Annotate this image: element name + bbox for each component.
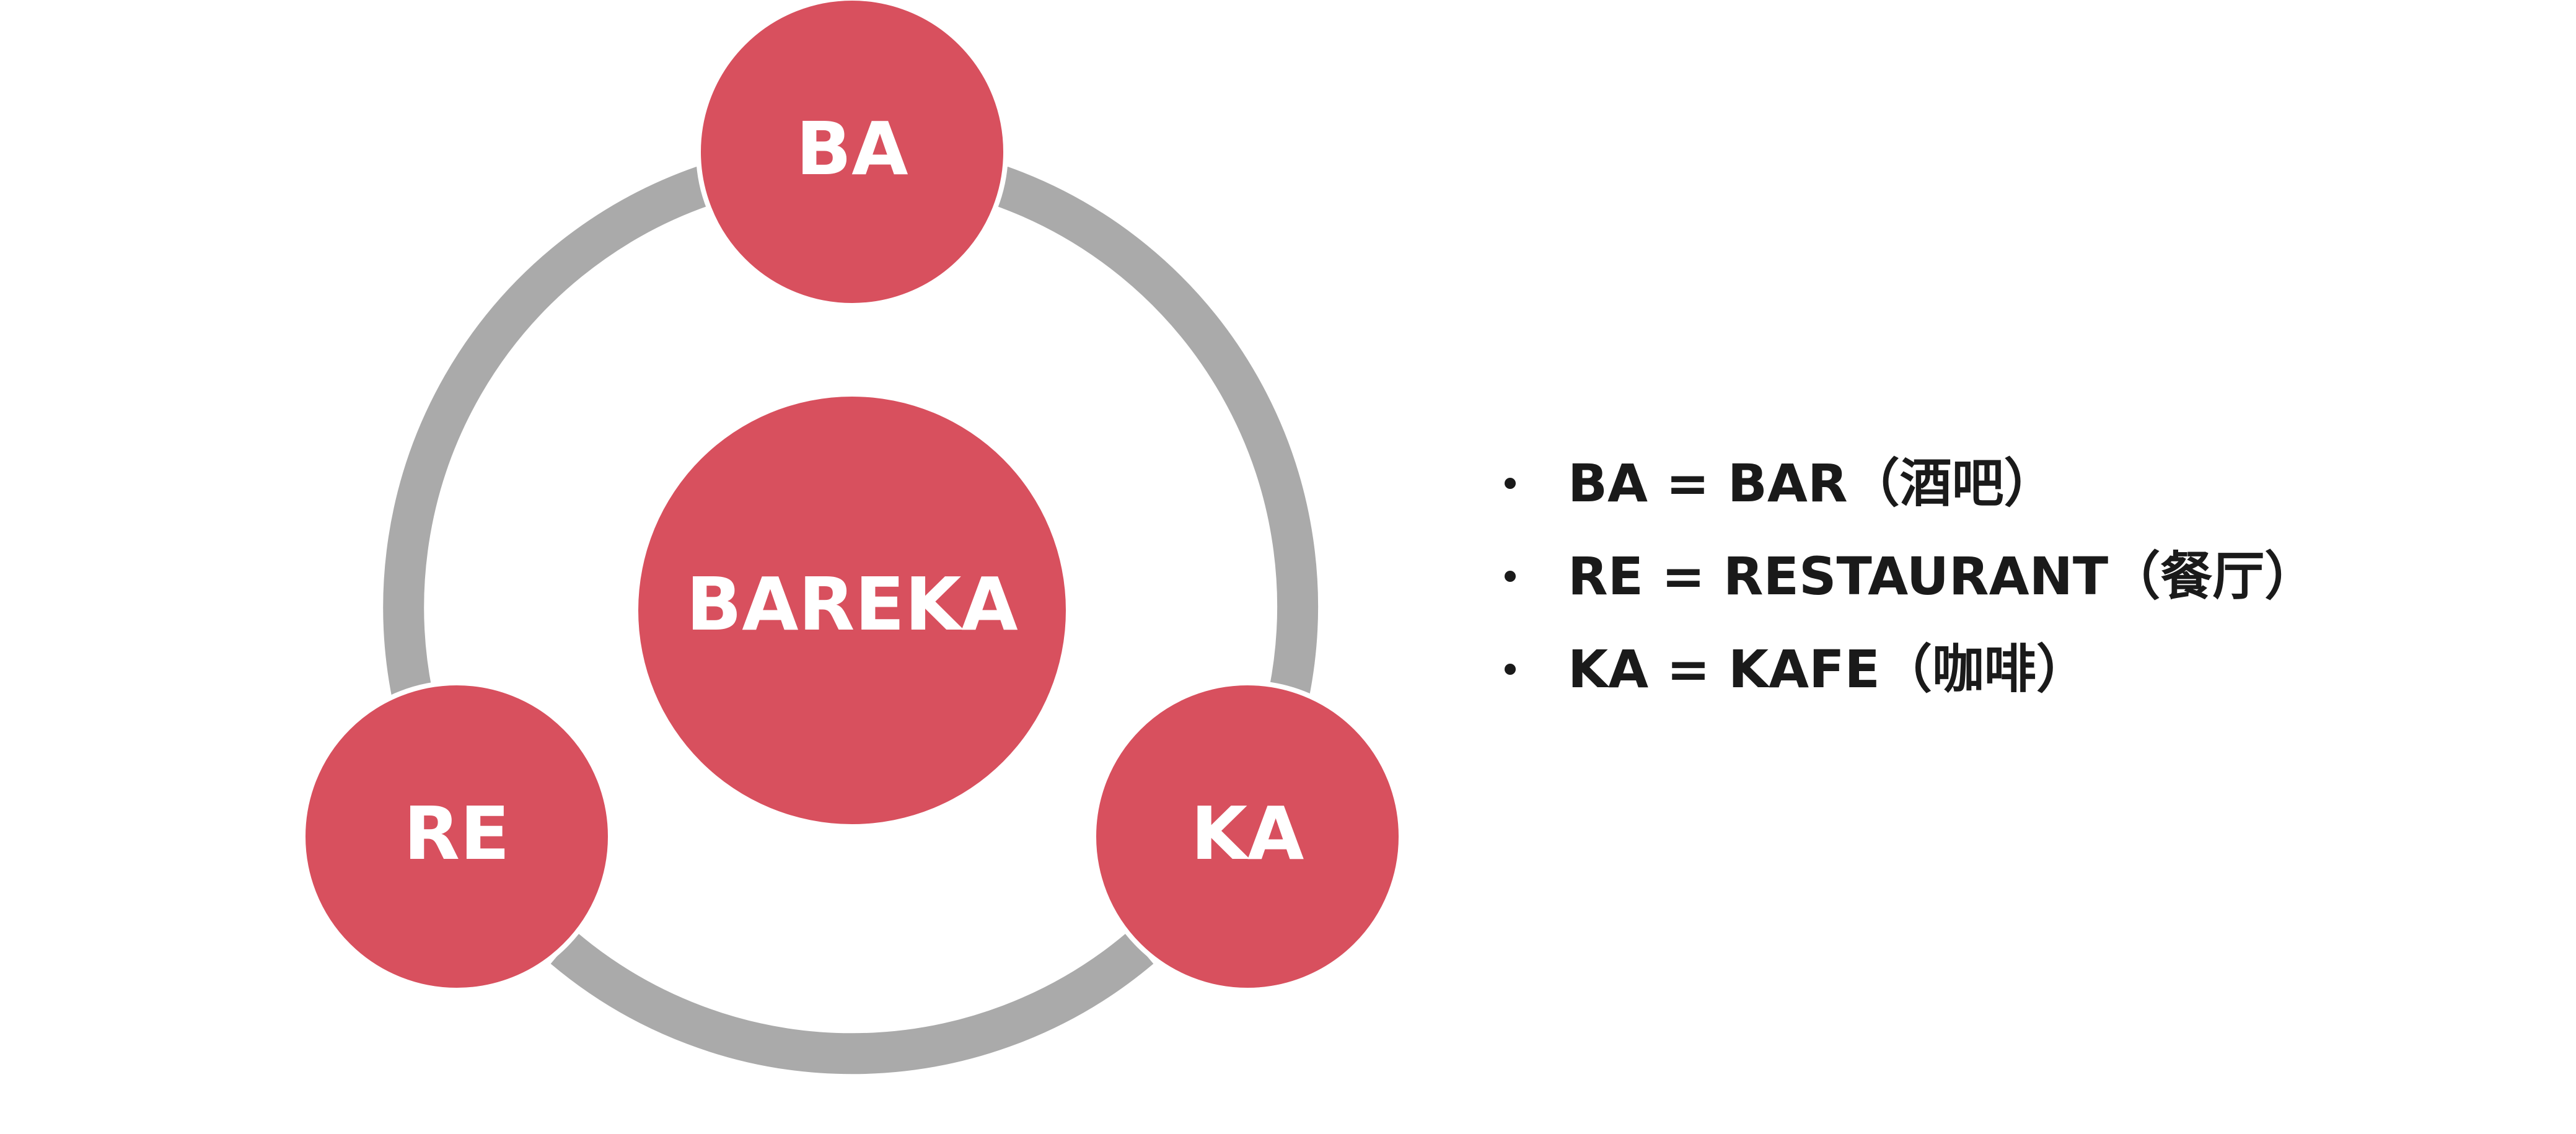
node-left: RE [301, 680, 613, 993]
legend-item-ba: BA = BAR（酒吧） [1500, 446, 2316, 539]
node-top-label: BA [796, 106, 908, 191]
node-center: BAREKA [638, 397, 1066, 824]
legend-item-text: RE = RESTAURANT（餐厅） [1568, 546, 2317, 607]
legend-item-text: KA = KAFE（咖啡） [1568, 639, 2088, 700]
connector-ring [383, 166, 1318, 1075]
node-top: BA [696, 0, 1008, 308]
legend-list: BA = BAR（酒吧） RE = RESTAURANT（餐厅） KA = KA… [1500, 446, 2316, 725]
cycle-diagram: BAREKA BA RE KA [301, 0, 1404, 1075]
legend-item-text: BA = BAR（酒吧） [1568, 453, 2056, 514]
connector-arc-ba-ka [993, 166, 1318, 698]
node-right-label: KA [1191, 791, 1304, 876]
legend-item-ka: KA = KAFE（咖啡） [1500, 632, 2316, 725]
legend-item-re: RE = RESTAURANT（餐厅） [1500, 539, 2316, 632]
node-center-label: BAREKA [686, 561, 1018, 647]
connector-arc-ka-re [550, 932, 1154, 1075]
connector-arc-re-ba [383, 166, 710, 698]
bullet-icon [1505, 664, 1516, 675]
bullet-icon [1505, 478, 1516, 489]
node-right: KA [1091, 680, 1404, 993]
bullet-icon [1505, 571, 1516, 582]
node-left-label: RE [403, 791, 509, 876]
